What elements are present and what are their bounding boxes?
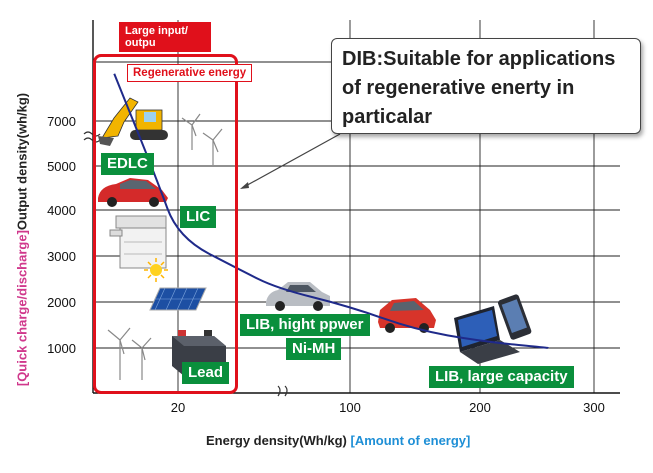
y-tick-label: 4000 bbox=[47, 203, 76, 218]
y-tick-label: 2000 bbox=[47, 295, 76, 310]
copier-icon bbox=[109, 215, 167, 269]
sun-icon bbox=[144, 258, 168, 282]
y-tick-label: 7000 bbox=[47, 114, 76, 129]
ticks: 1000 2000 3000 4000 5000 7000 20 100 200 300 bbox=[47, 114, 605, 415]
regenerative-label: Regenerative energy bbox=[127, 64, 253, 82]
y-axis-title: Output density(wh/kg) bbox=[14, 92, 30, 231]
large-io-label: Large input/ outpu bbox=[119, 22, 211, 52]
solar-panel-icon bbox=[149, 287, 207, 311]
smartphone-icon bbox=[497, 294, 532, 340]
y-tick-label: 3000 bbox=[47, 249, 76, 264]
tag-nimh: Ni-MH bbox=[286, 338, 342, 360]
y-tick-label: 1000 bbox=[47, 341, 76, 356]
tag-lib-high-power: LIB, hight ppwer bbox=[240, 314, 370, 336]
x-axis-note: [Amount of energy] bbox=[350, 433, 471, 448]
car-icon bbox=[378, 298, 436, 333]
x-tick-label: 200 bbox=[469, 400, 491, 415]
x-axis-break-icon bbox=[277, 385, 288, 397]
x-tick-label: 100 bbox=[339, 400, 361, 415]
wind-turbine-icon bbox=[107, 327, 152, 380]
y-axis-label: [Quick charge/discharge]Output density(w… bbox=[15, 50, 30, 430]
x-axis-title: Energy density(Wh/kg) bbox=[206, 433, 347, 448]
tag-lic: LIC bbox=[180, 206, 217, 228]
x-tick-label: 20 bbox=[171, 400, 185, 415]
x-axis-label: Energy density(Wh/kg) [Amount of energy] bbox=[206, 433, 470, 448]
tag-lib-large: LIB, large capacity bbox=[429, 366, 574, 388]
large-io-region bbox=[93, 54, 238, 394]
series-line bbox=[113, 73, 549, 349]
tag-edlc: EDLC bbox=[101, 153, 154, 175]
y-axis-note: [Quick charge/discharge] bbox=[14, 230, 30, 387]
y-axis-break-icon bbox=[83, 131, 101, 143]
tag-lead: Lead bbox=[182, 362, 230, 384]
y-tick-label: 5000 bbox=[47, 159, 76, 174]
excavator-icon bbox=[98, 97, 168, 146]
callout-arrow bbox=[240, 133, 341, 189]
x-tick-label: 300 bbox=[583, 400, 605, 415]
wind-turbine-icon bbox=[181, 113, 223, 165]
dib-callout: DIB:Suitable for applications of regener… bbox=[331, 38, 641, 134]
car-icon bbox=[98, 178, 168, 207]
